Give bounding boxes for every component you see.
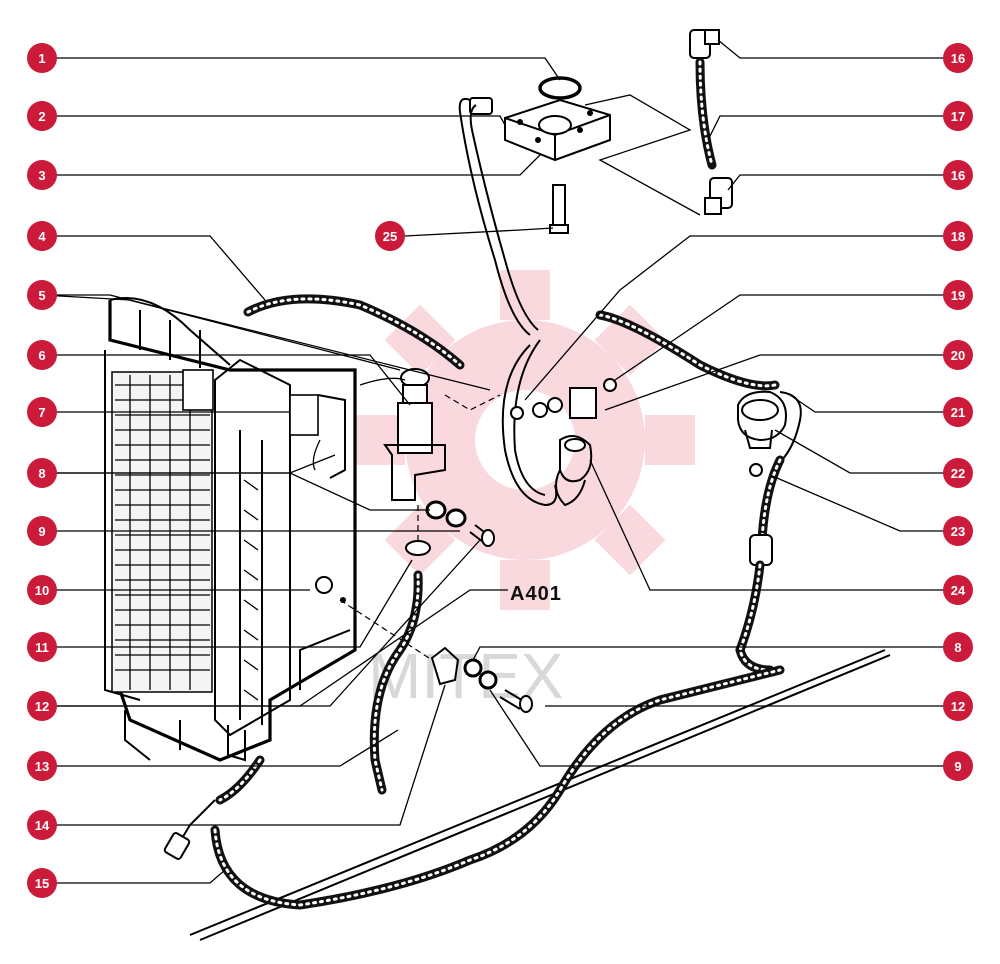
svg-text:8: 8 [38, 466, 45, 481]
callouts-left: 1 2 3 4 5 6 7 8 9 10 11 12 13 14 15 [27, 43, 57, 898]
svg-text:25: 25 [383, 229, 397, 244]
callout-5[interactable]: 5 [27, 280, 57, 310]
callout-6[interactable]: 6 [27, 340, 57, 370]
svg-text:2: 2 [38, 109, 45, 124]
figure-code: A401 [510, 583, 562, 605]
callout-10[interactable]: 10 [27, 575, 57, 605]
callout-1[interactable]: 1 [27, 43, 57, 73]
svg-text:15: 15 [35, 876, 49, 891]
callout-2[interactable]: 2 [27, 101, 57, 131]
assembly-dash-line [444, 394, 501, 411]
callout-23[interactable]: 23 [943, 516, 973, 546]
callout-13[interactable]: 13 [27, 751, 57, 781]
svg-text:11: 11 [35, 640, 49, 655]
svg-text:12: 12 [35, 699, 49, 714]
callout-12-right[interactable]: 12 [943, 691, 973, 721]
callout-22[interactable]: 22 [943, 458, 973, 488]
callout-16-top[interactable]: 16 [943, 43, 973, 73]
hose-17 [689, 29, 733, 215]
svg-text:8: 8 [954, 640, 961, 655]
svg-text:20: 20 [951, 348, 965, 363]
svg-text:21: 21 [951, 405, 965, 420]
radiator-assembly [104, 297, 357, 762]
callout-8-right[interactable]: 8 [943, 632, 973, 662]
callout-12[interactable]: 12 [27, 691, 57, 721]
svg-text:22: 22 [951, 466, 965, 481]
callout-9-right[interactable]: 9 [943, 751, 973, 781]
svg-text:17: 17 [951, 109, 965, 124]
svg-text:16: 16 [951, 168, 965, 183]
callout-9[interactable]: 9 [27, 516, 57, 546]
leader-lines [41, 39, 958, 884]
lower-clip-hardware [339, 599, 533, 713]
callout-25[interactable]: 25 [375, 221, 405, 251]
callout-11[interactable]: 11 [27, 632, 57, 662]
svg-text:19: 19 [951, 288, 965, 303]
svg-text:4: 4 [38, 229, 46, 244]
callout-4[interactable]: 4 [27, 221, 57, 251]
callout-18[interactable]: 18 [943, 221, 973, 251]
svg-text:18: 18 [951, 229, 965, 244]
svg-text:3: 3 [38, 168, 45, 183]
callouts-right: 16 17 16 18 19 20 21 22 23 24 8 12 9 [943, 43, 973, 781]
svg-text:16: 16 [951, 51, 965, 66]
svg-text:23: 23 [951, 524, 965, 539]
radiator-core [111, 371, 213, 693]
svg-text:5: 5 [38, 288, 45, 303]
callout-15[interactable]: 15 [27, 868, 57, 898]
callout-19[interactable]: 19 [943, 280, 973, 310]
callout-20[interactable]: 20 [943, 340, 973, 370]
svg-text:7: 7 [38, 405, 45, 420]
svg-text:1: 1 [38, 51, 45, 66]
svg-text:13: 13 [35, 759, 49, 774]
svg-text:14: 14 [35, 818, 50, 833]
upper-hose [243, 294, 465, 370]
callout-16-bottom[interactable]: 16 [943, 160, 973, 190]
top-flange [504, 76, 701, 234]
svg-text:10: 10 [35, 583, 49, 598]
callout-7[interactable]: 7 [27, 397, 57, 427]
callout-3[interactable]: 3 [27, 160, 57, 190]
callout-21[interactable]: 21 [943, 397, 973, 427]
svg-text:12: 12 [951, 699, 965, 714]
svg-text:9: 9 [954, 759, 961, 774]
lower-bottle-hose [369, 570, 423, 795]
callout-14[interactable]: 14 [27, 810, 57, 840]
callout-24[interactable]: 24 [943, 575, 973, 605]
callout-8[interactable]: 8 [27, 458, 57, 488]
drain-hose [163, 649, 891, 941]
svg-text:24: 24 [951, 583, 966, 598]
svg-text:6: 6 [38, 348, 45, 363]
callout-17[interactable]: 17 [943, 101, 973, 131]
svg-text:9: 9 [38, 524, 45, 539]
clamp-valve-cluster [501, 339, 617, 507]
overflow-hose [595, 310, 802, 675]
